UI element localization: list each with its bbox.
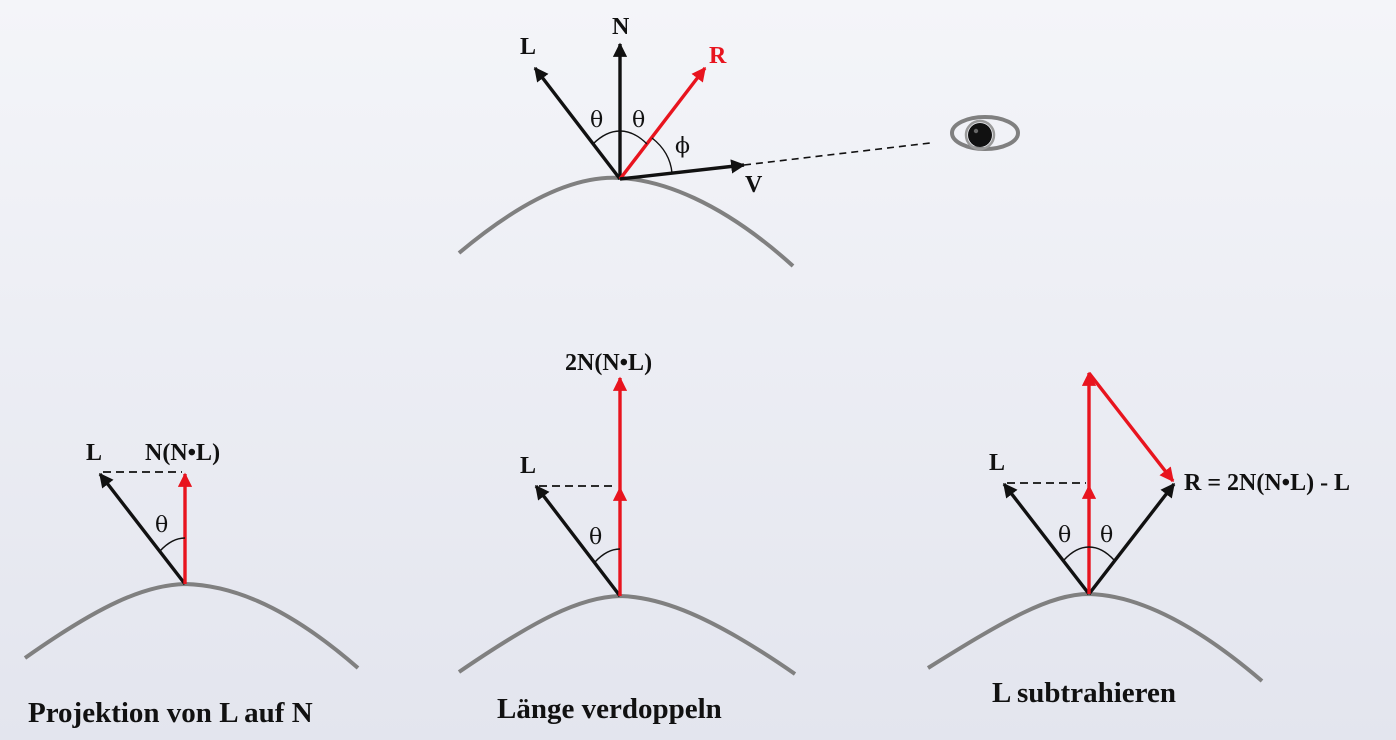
panel1-label-projection: N(N•L) (145, 440, 220, 466)
panel3-label-l: L (989, 450, 1005, 476)
view-dashed-line (743, 142, 931, 166)
theta-arc-right (1088, 546, 1115, 561)
top-diagram: L N R V θ θ ϕ (457, 14, 1020, 268)
panel2-theta: θ (589, 525, 602, 550)
panel-projection: L N(N•L) θ Projektion von L auf N (23, 440, 360, 729)
surface-curve (457, 175, 795, 268)
top-label-n: N (612, 14, 630, 40)
light-vector-l (1002, 482, 1091, 596)
surface-curve (926, 591, 1264, 683)
panel3-theta-right: θ (1100, 523, 1113, 548)
light-vector-l (533, 66, 622, 181)
panel-double-length: L 2N(N•L) θ Länge verdoppeln (457, 350, 797, 725)
theta-arc-left (1063, 546, 1090, 561)
view-vector-v (619, 159, 746, 181)
phi-arc (651, 137, 673, 174)
top-label-r: R (709, 43, 727, 69)
theta-arc-left (592, 130, 621, 145)
light-vector-l (98, 472, 187, 586)
light-vector-l (534, 484, 622, 598)
top-theta-right: θ (632, 108, 645, 133)
eye-icon (950, 115, 1020, 151)
panel1-theta: θ (155, 513, 168, 538)
reflection-vector-r (618, 66, 707, 181)
theta-arc (594, 548, 621, 563)
panel3-caption: L subtrahieren (992, 677, 1176, 709)
panel2-label-double: 2N(N•L) (565, 350, 652, 376)
panel1-label-l: L (86, 440, 102, 466)
panel-subtract: L R = 2N(N•L) - L θ θ L subtrahieren (926, 371, 1350, 709)
top-theta-left: θ (590, 108, 603, 133)
panel3-theta-left: θ (1058, 523, 1071, 548)
surface-curve (457, 593, 797, 676)
top-label-v: V (745, 172, 763, 198)
panel3-label-result: R = 2N(N•L) - L (1184, 470, 1350, 496)
panel2-caption: Länge verdoppeln (497, 693, 722, 725)
panel2-label-l: L (520, 453, 536, 479)
panel1-caption: Projektion von L auf N (28, 697, 313, 729)
theta-arc (159, 537, 186, 552)
reflection-vector-r (1087, 482, 1176, 596)
top-label-l: L (520, 34, 536, 60)
subtract-l-vector (1087, 371, 1175, 483)
surface-curve (23, 581, 360, 670)
theta-arc-right (619, 130, 648, 145)
top-phi: ϕ (675, 134, 690, 159)
